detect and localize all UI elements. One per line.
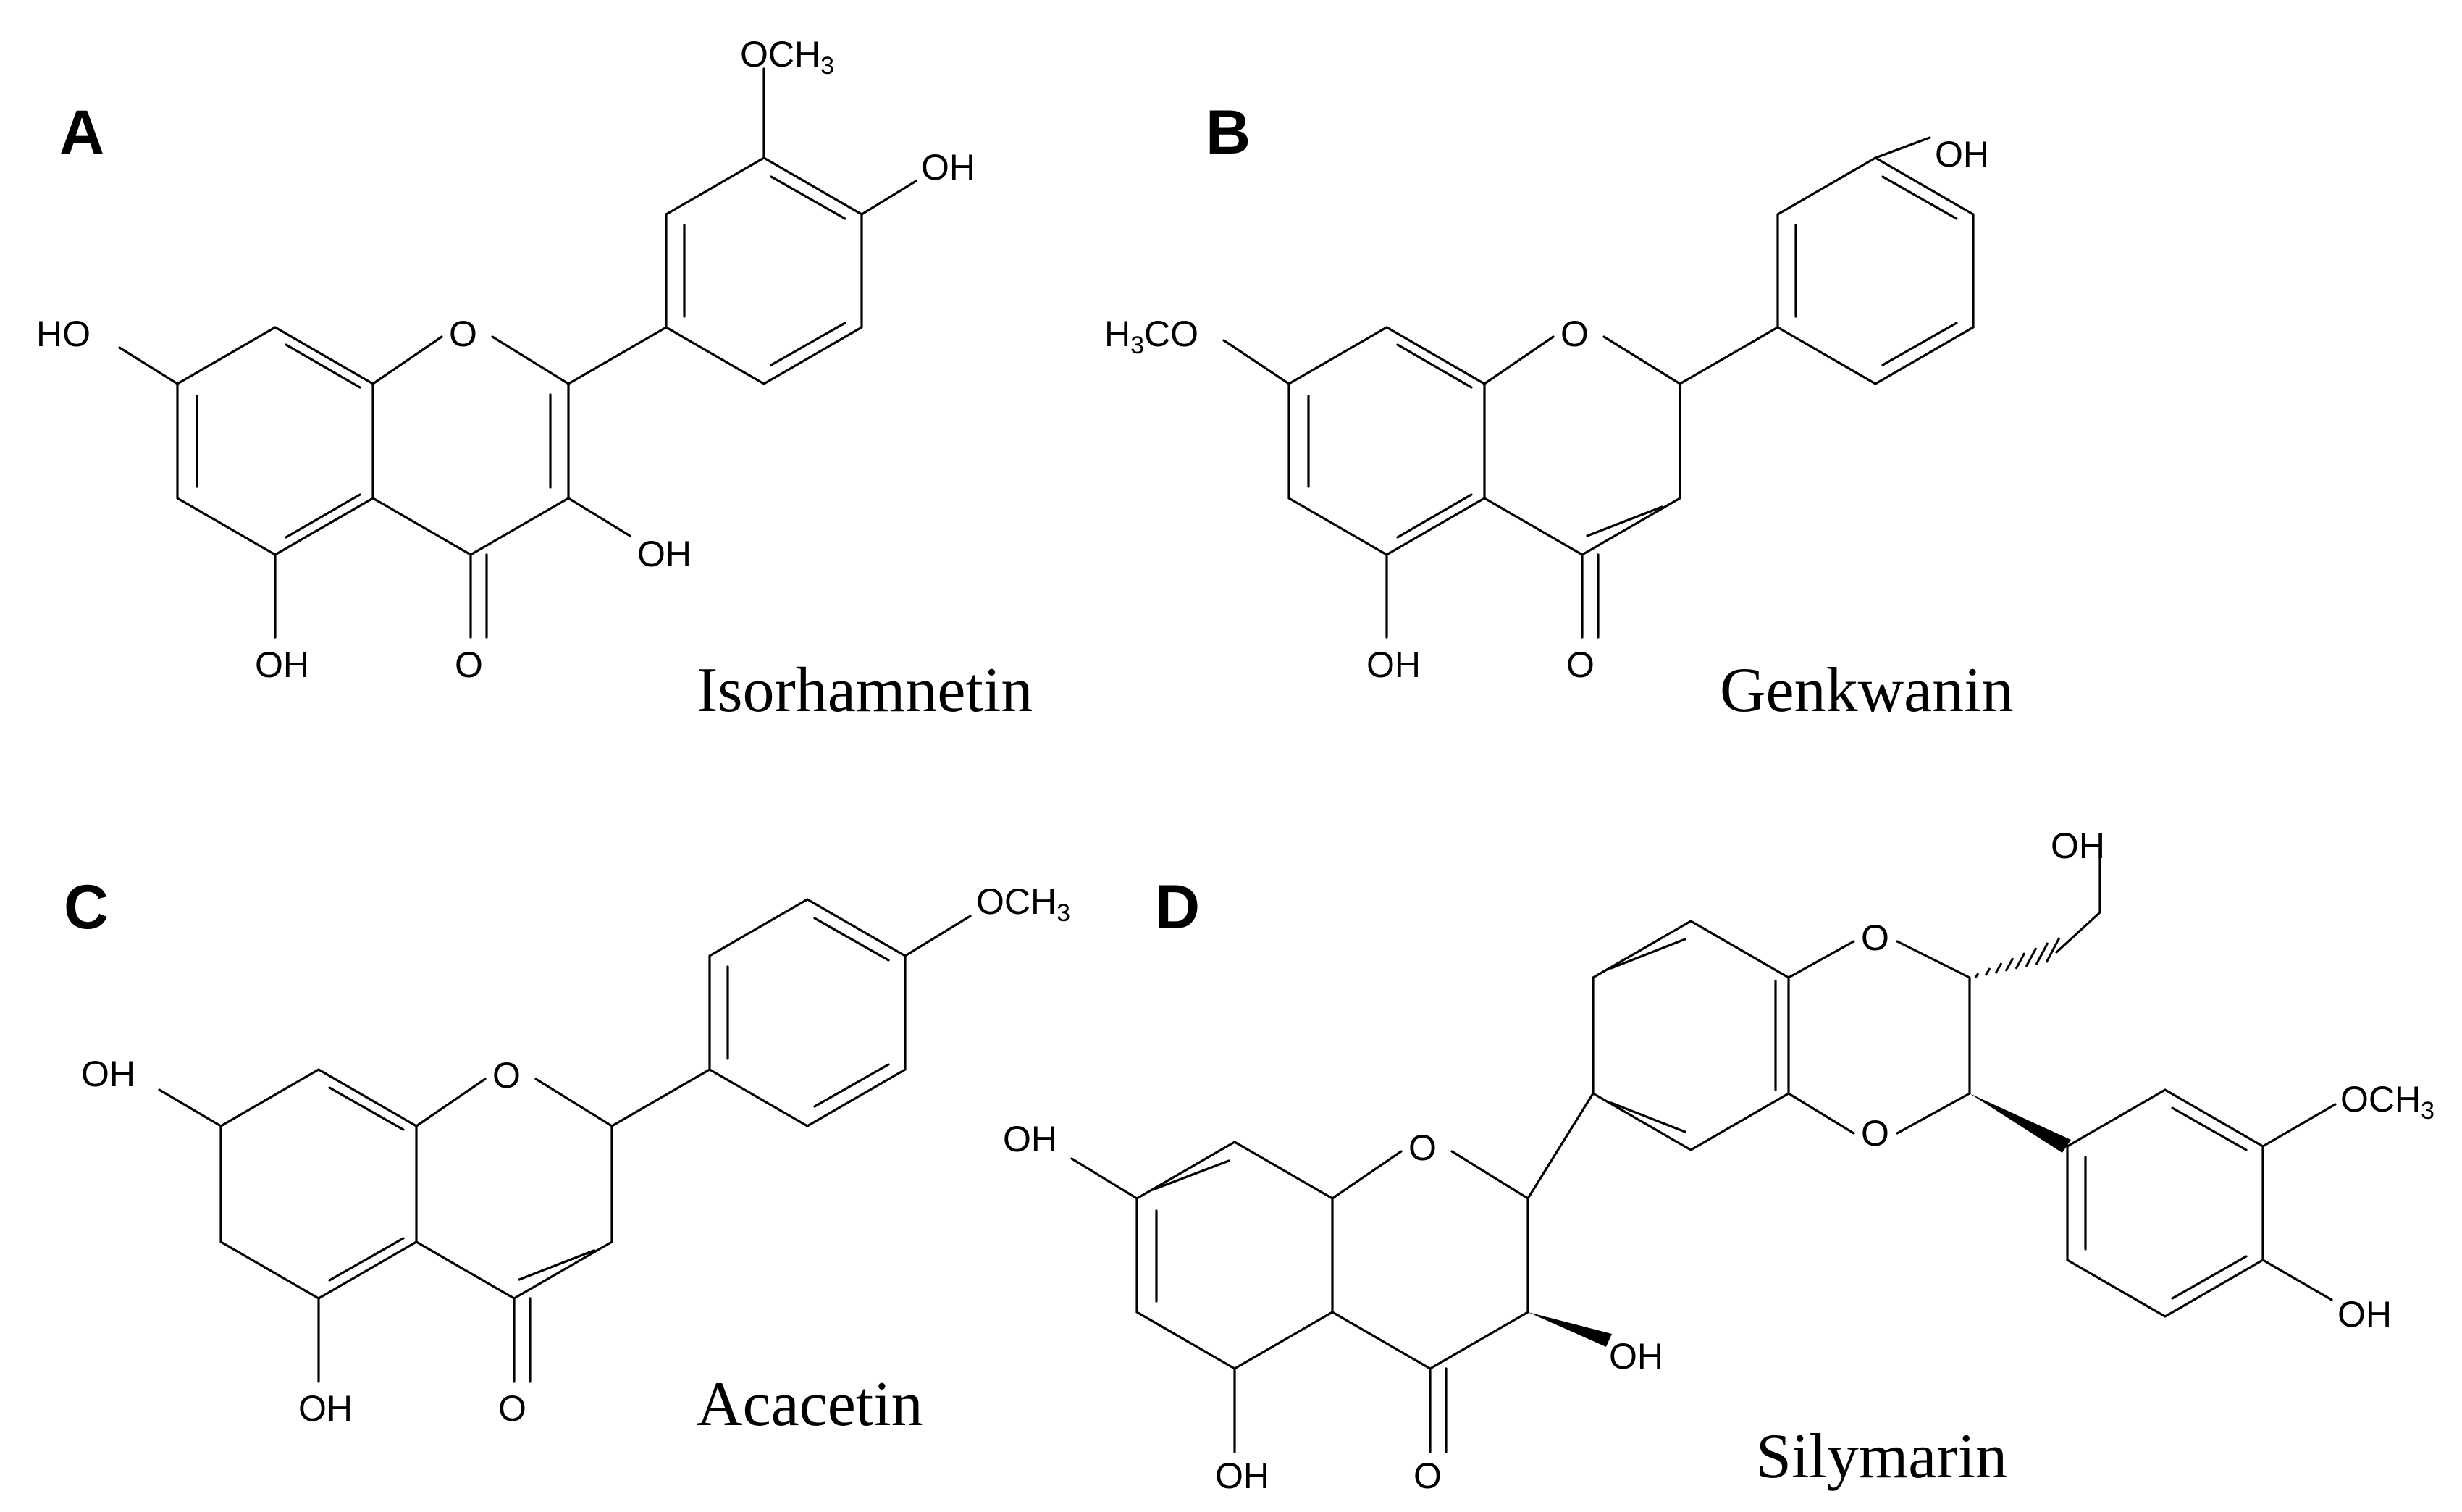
silymarin-structure — [1070, 857, 2337, 1453]
label-d-oh-7: OH — [1003, 1119, 1057, 1159]
label-d-och3: OCH3 — [2340, 1079, 2434, 1125]
panel-letter-d: D — [1155, 873, 1200, 942]
wedge-bond-aryl — [1970, 1093, 2071, 1153]
label-c-oh-5: OH — [298, 1388, 353, 1429]
label-b-oh-4prime: OH — [1935, 134, 1989, 175]
wedge-bond-c3 — [1528, 1312, 1612, 1347]
label-d-dioxane-o-top: O — [1861, 917, 1889, 958]
label-a-carbonyl-o: O — [455, 644, 483, 685]
label-c-oh-7: OH — [81, 1054, 135, 1094]
label-a-ho-7: HO — [36, 314, 91, 354]
label-d-oh-4prime: OH — [2337, 1294, 2392, 1335]
label-d-carbonyl-o: O — [1413, 1456, 1442, 1496]
acacetin-structure — [158, 898, 972, 1383]
label-a-oh-4prime: OH — [921, 147, 975, 188]
label-b-h3co-7: H3CO — [1104, 314, 1198, 359]
isorhamnetin-structure — [118, 67, 917, 639]
label-d-dioxane-o-bottom: O — [1861, 1113, 1889, 1154]
panel-d: D — [1003, 826, 2434, 1496]
compound-name-c: Acacetin — [697, 1369, 923, 1440]
label-c-carbonyl-o: O — [498, 1388, 526, 1429]
compound-name-d: Silymarin — [1756, 1421, 2007, 1492]
panel-letter-c: C — [64, 873, 109, 942]
label-c-och3: OCH3 — [976, 881, 1070, 927]
label-d-oh-5: OH — [1215, 1456, 1269, 1496]
label-b-carbonyl-o: O — [1566, 644, 1595, 685]
label-b-oh-5: OH — [1366, 644, 1421, 685]
genkwanin-structure — [1222, 136, 1975, 639]
label-b-ring-o: O — [1560, 314, 1589, 354]
compound-name-a: Isorhamnetin — [697, 655, 1033, 726]
label-a-och3: OCH3 — [740, 34, 834, 80]
compound-name-b: Genkwanin — [1720, 655, 2014, 726]
label-a-oh-5: OH — [255, 644, 309, 685]
hashed-bond-ch2oh — [1974, 937, 2061, 978]
label-d-oh-3: OH — [1609, 1336, 1663, 1377]
label-a-oh-3: OH — [637, 534, 692, 574]
panel-letter-b: B — [1206, 98, 1251, 167]
panel-a: A OCH3 OH HO O OH OH O Isorhamnetin — [36, 34, 1033, 726]
panel-c: C OCH3 OH O OH O Acacetin — [64, 873, 1070, 1440]
label-a-ring-o: O — [449, 314, 477, 354]
panel-letter-a: A — [59, 98, 104, 167]
label-d-oh-ch2: OH — [2051, 826, 2105, 866]
panel-b: B OH H3CO O OH O Genkwanin — [1104, 98, 2014, 726]
label-d-ring-o: O — [1408, 1127, 1437, 1168]
label-c-ring-o: O — [492, 1055, 521, 1096]
